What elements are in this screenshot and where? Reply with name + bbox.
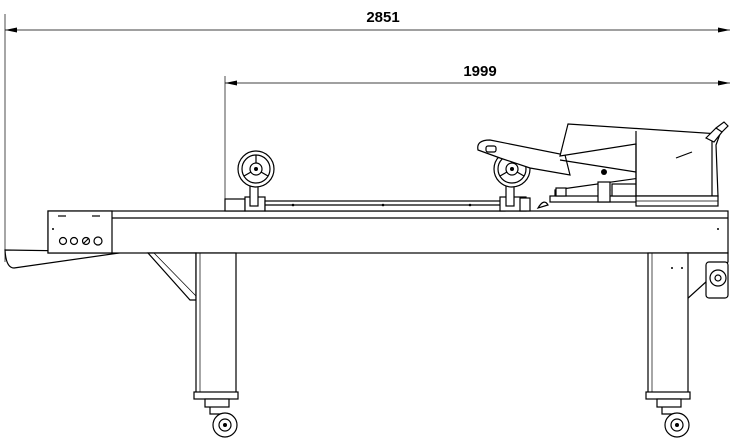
overall-dimension: 2851 (4, 9, 730, 262)
left-roll-holder (237, 150, 275, 207)
motor (705, 261, 729, 299)
right-leg (645, 252, 691, 438)
machine-frame (4, 210, 729, 302)
left-leg (193, 252, 239, 438)
overall-length-label: 2851 (366, 9, 399, 26)
sealing-arm (477, 139, 643, 203)
infeed-length-label: 1999 (463, 63, 496, 80)
shrink-tunnel (559, 121, 729, 207)
infeed-dimension: 1999 (224, 63, 730, 208)
infeed-conveyor (224, 196, 549, 212)
